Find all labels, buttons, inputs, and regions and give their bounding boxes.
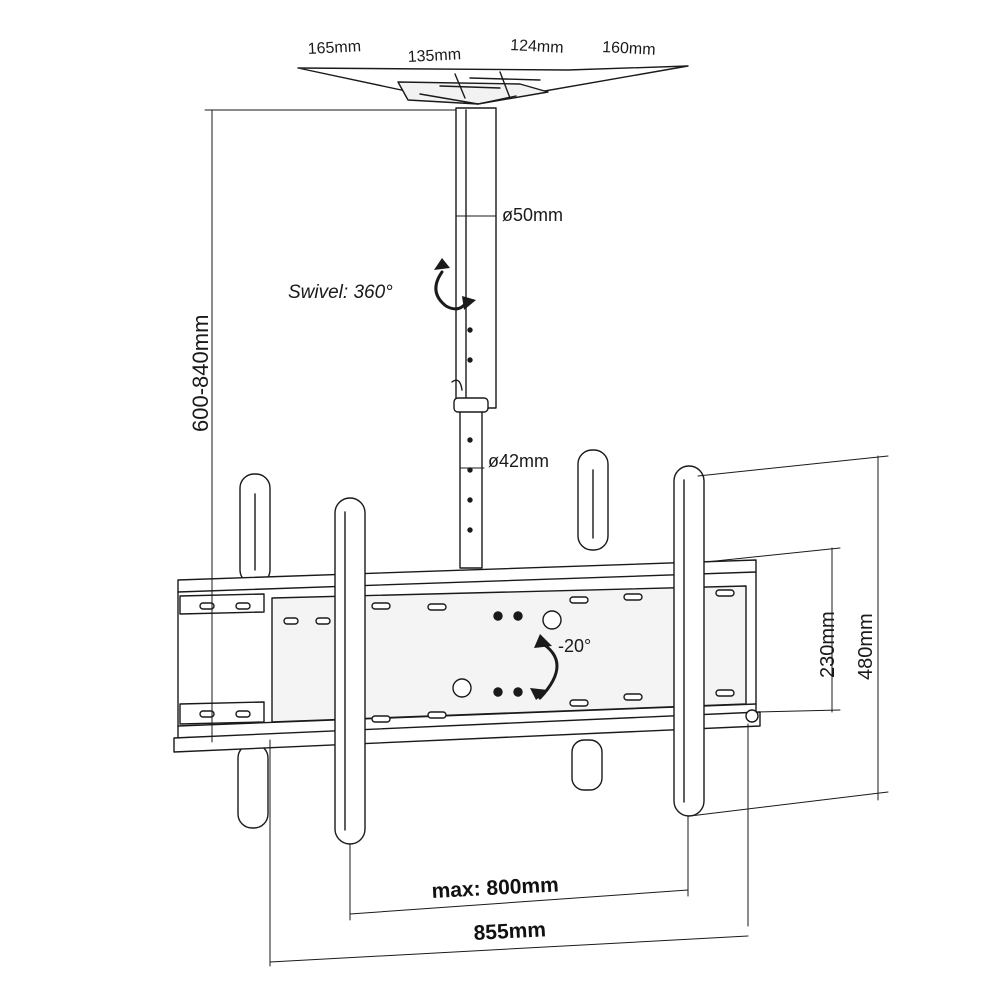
swivel-arrow	[434, 270, 470, 311]
dim-height-range: 600-840mm	[188, 315, 213, 432]
dim-160mm: 160mm	[602, 39, 656, 59]
dim-tube-42mm: ø42mm	[488, 451, 549, 471]
dim-855mm: 855mm	[473, 918, 546, 945]
front-arms	[334, 465, 705, 845]
mount-pole	[451, 107, 497, 569]
dim-135mm: 135mm	[407, 46, 461, 66]
dim-tube-50mm: ø50mm	[502, 205, 563, 225]
rear-brackets	[237, 449, 609, 829]
dim-124mm: 124mm	[510, 37, 564, 57]
dim-max-800mm: max: 800mm	[431, 873, 559, 903]
swivel-label: Swivel: 360°	[288, 282, 393, 303]
tilt-arrowhead	[534, 634, 552, 648]
dim-480mm: 480mm	[855, 613, 877, 680]
dimension-lines	[204, 109, 889, 967]
ceiling-plate	[297, 65, 689, 105]
dim-165mm: 165mm	[307, 38, 361, 58]
tilt-label: -20°	[558, 636, 591, 656]
dim-230mm: 230mm	[817, 611, 839, 678]
main-plate	[173, 559, 761, 753]
plate-holes	[199, 589, 759, 723]
